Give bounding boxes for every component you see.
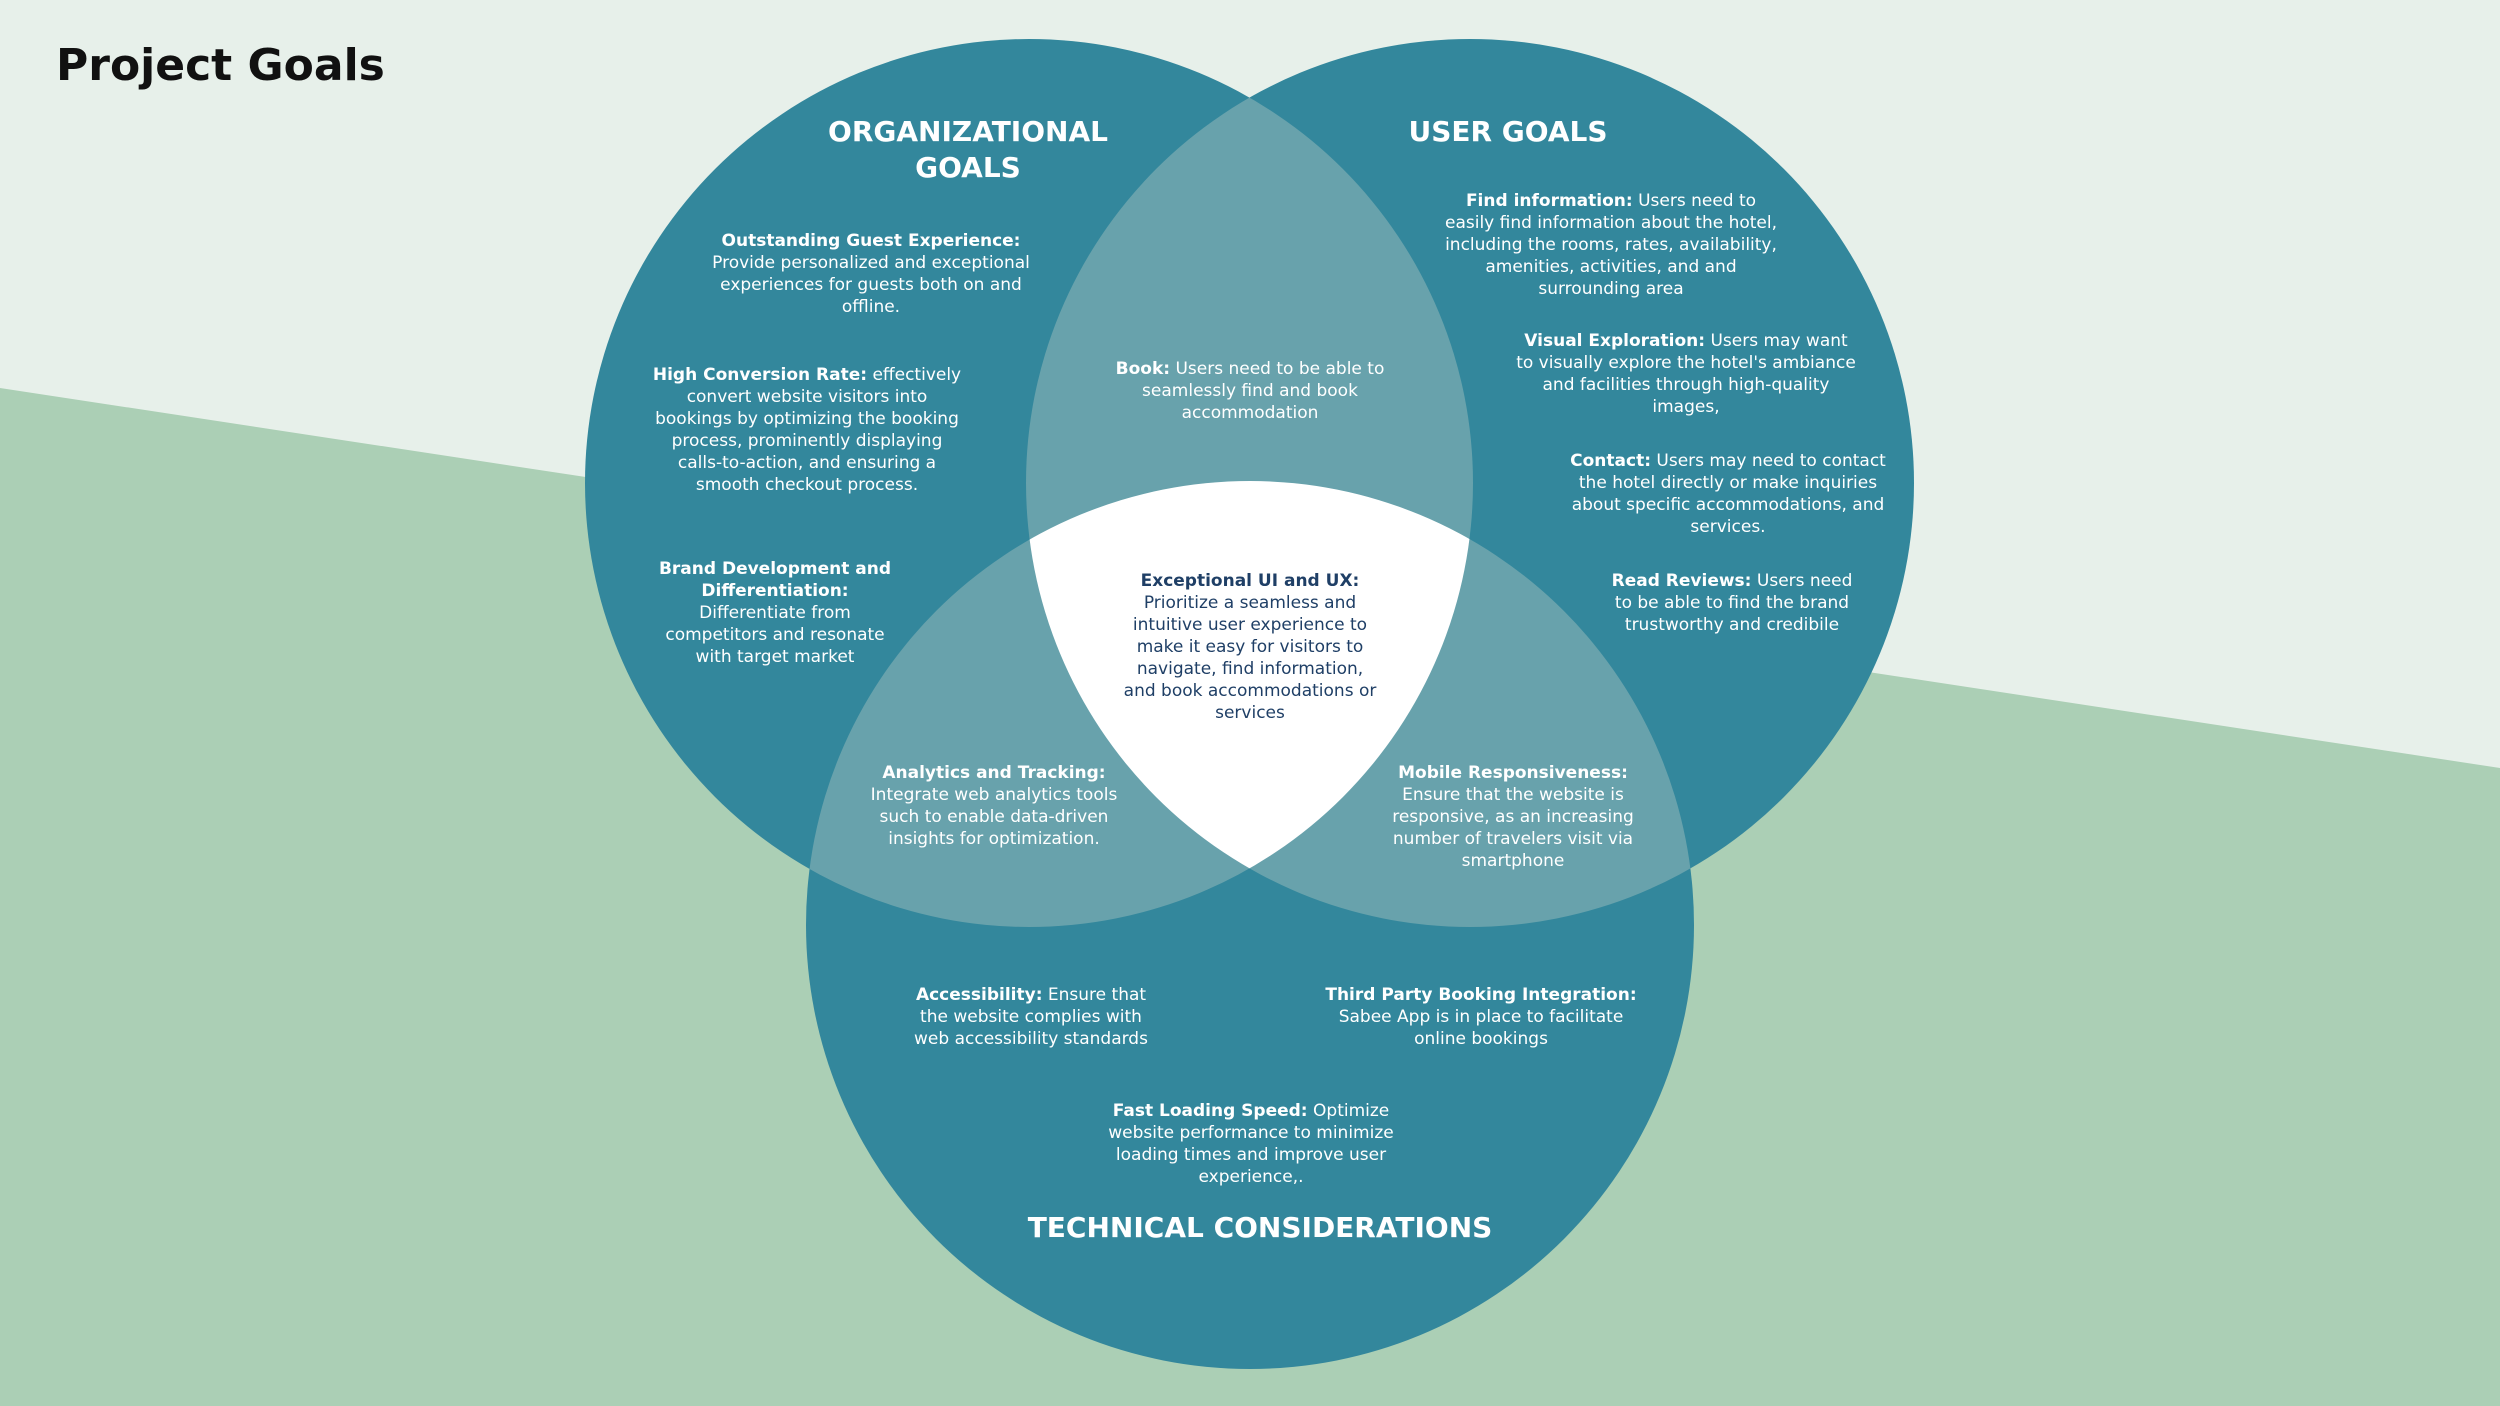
item-heading: High Conversion Rate: xyxy=(652,365,868,385)
item-heading: Find information: xyxy=(1465,191,1633,211)
item-heading: Brand Development and Differentiation: xyxy=(658,559,892,601)
item-text: Users may want to visually explore the h… xyxy=(1516,331,1856,417)
item-text: Ensure that the website is responsive, a… xyxy=(1392,785,1634,871)
item-heading: Outstanding Guest Experience: xyxy=(721,231,1021,251)
item-text: Users need to easily find information ab… xyxy=(1444,191,1778,299)
item-find-information: Find information: Users need to easily f… xyxy=(1442,190,1780,300)
item-read-reviews: Read Reviews: Users need to be able to f… xyxy=(1602,570,1862,636)
item-heading: Mobile Responsiveness: xyxy=(1398,763,1628,783)
item-third-party-booking: Third Party Booking Integration: Sabee A… xyxy=(1320,984,1642,1050)
item-visual-exploration: Visual Exploration: Users may want to vi… xyxy=(1514,330,1858,418)
item-book: Book: Users need to be able to seamlessl… xyxy=(1102,358,1398,424)
item-text: Sabee App is in place to facilitate onli… xyxy=(1338,1007,1624,1049)
item-heading: Contact: xyxy=(1570,451,1651,471)
item-text: Users need to be able to find the brand … xyxy=(1614,571,1853,635)
item-contact: Contact: Users may need to contact the h… xyxy=(1556,450,1900,538)
item-outstanding-guest-experience: Outstanding Guest Experience: Provide pe… xyxy=(710,230,1032,318)
item-heading: Accessibility: xyxy=(915,985,1043,1005)
item-text: effectively convert website visitors int… xyxy=(655,365,962,495)
item-text: Differentiate from competitors and reson… xyxy=(665,603,885,667)
item-text: Provide personalized and exceptional exp… xyxy=(712,253,1030,317)
item-high-conversion-rate: High Conversion Rate: effectively conver… xyxy=(648,364,966,496)
item-text: Users need to be able to seamlessly find… xyxy=(1142,359,1385,423)
item-exceptional-ui-ux: Exceptional UI and UX: Prioritize a seam… xyxy=(1120,570,1380,724)
set-title-user-goals: USER GOALS xyxy=(1408,115,1608,148)
set-title-technical-considerations: TECHNICAL CONSIDERATIONS xyxy=(1027,1211,1493,1244)
item-text: Prioritize a seamless and intuitive user… xyxy=(1123,593,1377,723)
item-heading: Read Reviews: xyxy=(1611,571,1752,591)
item-analytics-tracking: Analytics and Tracking: Integrate web an… xyxy=(860,762,1128,850)
item-text: Users may need to contact the hotel dire… xyxy=(1571,451,1886,537)
item-heading: Book: xyxy=(1115,359,1171,379)
item-fast-loading-speed: Fast Loading Speed: Optimize website per… xyxy=(1092,1100,1410,1188)
item-text: Optimize website performance to minimize… xyxy=(1108,1101,1394,1187)
page-title: Project Goals xyxy=(56,40,385,91)
item-text: Ensure that the website complies with we… xyxy=(914,985,1148,1049)
item-heading: Visual Exploration: xyxy=(1524,331,1706,351)
item-mobile-responsiveness: Mobile Responsiveness: Ensure that the w… xyxy=(1386,762,1640,872)
item-accessibility: Accessibility: Ensure that the website c… xyxy=(900,984,1162,1050)
item-heading: Analytics and Tracking: xyxy=(882,763,1106,783)
item-heading: Fast Loading Speed: xyxy=(1112,1101,1308,1121)
set-title-organizational-goals: ORGANIZATIONAL GOALS xyxy=(828,115,1108,184)
item-heading: Exceptional UI and UX: xyxy=(1140,571,1360,591)
item-brand-development: Brand Development and Differentiation: D… xyxy=(650,558,900,668)
item-heading: Third Party Booking Integration: xyxy=(1325,985,1637,1005)
item-text: Integrate web analytics tools such to en… xyxy=(870,785,1118,849)
